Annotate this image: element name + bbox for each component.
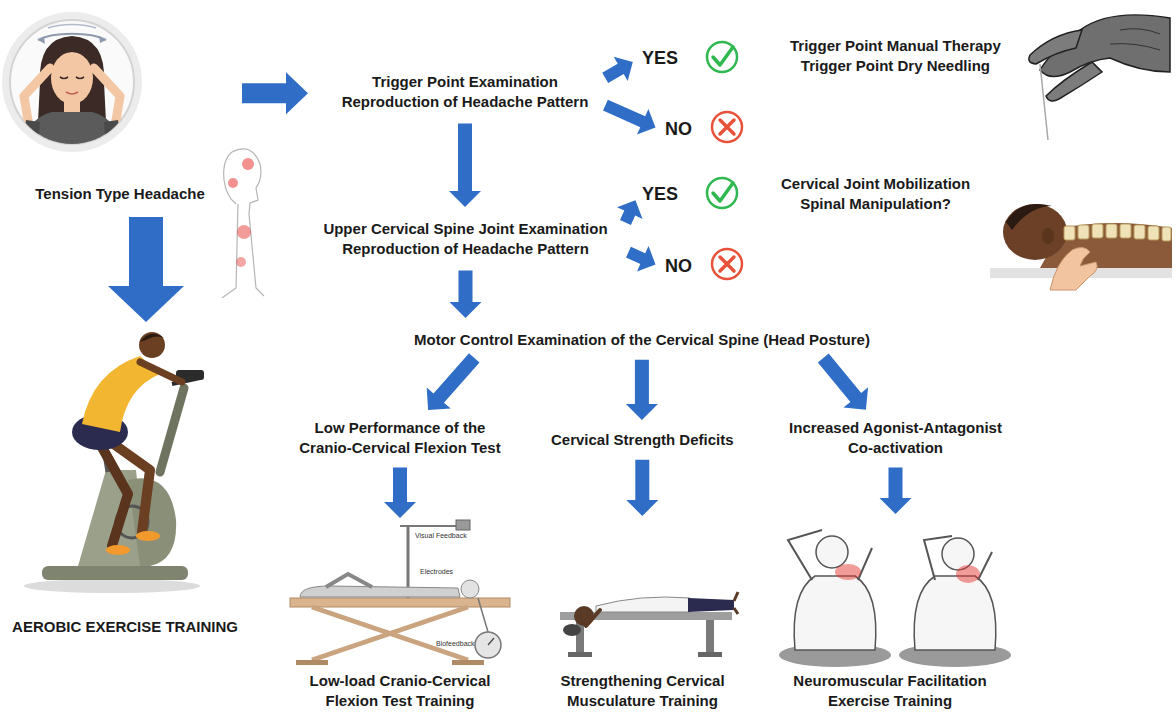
training-label: Neuromuscular Facilitation Exercise Trai… xyxy=(770,518,1010,714)
picture-label: Visual Feedback xyxy=(415,532,467,540)
block-arrow-shape xyxy=(603,100,656,135)
node-text: Trigger Point Dry Needling xyxy=(790,56,1001,76)
block-arrow-shape xyxy=(880,468,912,514)
treatment-label: Cervical Joint MobilizationSpinal Manipu… xyxy=(777,172,974,216)
block-arrow xyxy=(449,124,481,207)
node-text: Increased Agonist-Antagonist Co-activati… xyxy=(777,418,1014,458)
ccf-table-picture xyxy=(290,520,510,665)
node-text: Upper Cervical Spine Joint Examination R… xyxy=(312,219,619,259)
block-arrow-shape xyxy=(617,200,643,225)
block-arrow xyxy=(450,271,482,318)
condition-label: Tension Type Headache xyxy=(20,0,220,207)
node-text: Spinal Manipulation? xyxy=(781,194,970,214)
block-arrow-shape xyxy=(818,354,868,410)
block-arrow-shape xyxy=(108,217,184,322)
node-text: Tension Type Headache xyxy=(35,184,205,204)
node-text: Motor Control Examination of the Cervica… xyxy=(414,330,870,350)
block-arrow-shape xyxy=(602,57,633,83)
no-answer: NO xyxy=(661,253,696,281)
block-arrow-shape xyxy=(242,72,308,114)
block-arrow-shape xyxy=(626,246,656,272)
no-answer: NO xyxy=(661,116,696,144)
block-arrow xyxy=(818,354,868,410)
exam-step: Upper Cervical Spine Joint Examination R… xyxy=(308,217,623,261)
block-arrow-shape xyxy=(449,124,481,207)
block-arrow xyxy=(626,460,658,516)
block-arrow xyxy=(602,57,633,83)
block-arrow xyxy=(242,72,308,114)
neck-exercise-figures xyxy=(779,530,1011,667)
node-text: Low Performance of the Cranio-Cervical F… xyxy=(290,418,510,458)
block-arrow-shape xyxy=(384,468,416,518)
treatment-label: Trigger Point Manual TherapyTrigger Poin… xyxy=(786,34,1005,78)
cross-icon xyxy=(712,112,742,279)
finding-label: Low Performance of the Cranio-Cervical F… xyxy=(286,416,514,460)
node-text: NO xyxy=(665,255,692,279)
picture-label: Electrodes xyxy=(420,568,453,576)
block-arrow xyxy=(384,468,416,518)
node-text: Low-load Cranio-Cervical Flexion Test Tr… xyxy=(289,671,511,711)
node-text: Cervical Strength Deficits xyxy=(551,430,734,450)
block-arrow xyxy=(626,360,658,420)
node-text: YES xyxy=(642,47,678,71)
node-text: Cervical Joint Mobilization xyxy=(781,174,970,194)
finding-label: Cervical Strength Deficits xyxy=(547,428,738,452)
node-text: YES xyxy=(642,183,678,207)
node-text: NO xyxy=(665,118,692,142)
training-label: Low-load Cranio-Cervical Flexion Test Tr… xyxy=(285,522,515,714)
yes-answer: YES xyxy=(638,181,682,209)
block-arrow xyxy=(603,100,656,135)
node-text: Trigger Point Manual Therapy xyxy=(790,36,1001,56)
strength-bench-picture xyxy=(560,592,738,657)
node-text: AEROBIC EXERCISE TRAINING xyxy=(12,617,238,637)
node-text: Strengthening Cervical Musculature Train… xyxy=(549,671,736,711)
node-text: Neuromuscular Facilitation Exercise Trai… xyxy=(774,671,1006,711)
training-label: AEROBIC EXERCISE TRAINING xyxy=(5,328,245,640)
node-text: Trigger Point Examination Reproduction o… xyxy=(334,72,596,112)
exercise-bike xyxy=(24,332,204,593)
block-arrow xyxy=(617,200,643,225)
block-arrow-shape xyxy=(626,460,658,516)
finding-label: Increased Agonist-Antagonist Co-activati… xyxy=(773,416,1018,460)
exam-step: Motor Control Examination of the Cervica… xyxy=(410,328,874,352)
training-label: Strengthening Cervical Musculature Train… xyxy=(545,520,740,714)
head-pain-sketch xyxy=(222,149,264,298)
block-arrow xyxy=(626,246,656,272)
block-arrow-shape xyxy=(427,353,480,410)
cervical-mobilization-picture xyxy=(990,204,1172,290)
block-arrow xyxy=(880,468,912,514)
yes-answer: YES xyxy=(638,45,682,73)
block-arrow xyxy=(427,353,480,410)
block-arrow-shape xyxy=(626,360,658,420)
block-arrow xyxy=(108,217,184,322)
headache-woman xyxy=(2,12,142,160)
picture-label: Biofeedback xyxy=(436,640,475,648)
exam-step: Trigger Point Examination Reproduction o… xyxy=(330,70,600,114)
block-arrow-shape xyxy=(450,271,482,318)
needling-hand xyxy=(1029,15,1170,140)
